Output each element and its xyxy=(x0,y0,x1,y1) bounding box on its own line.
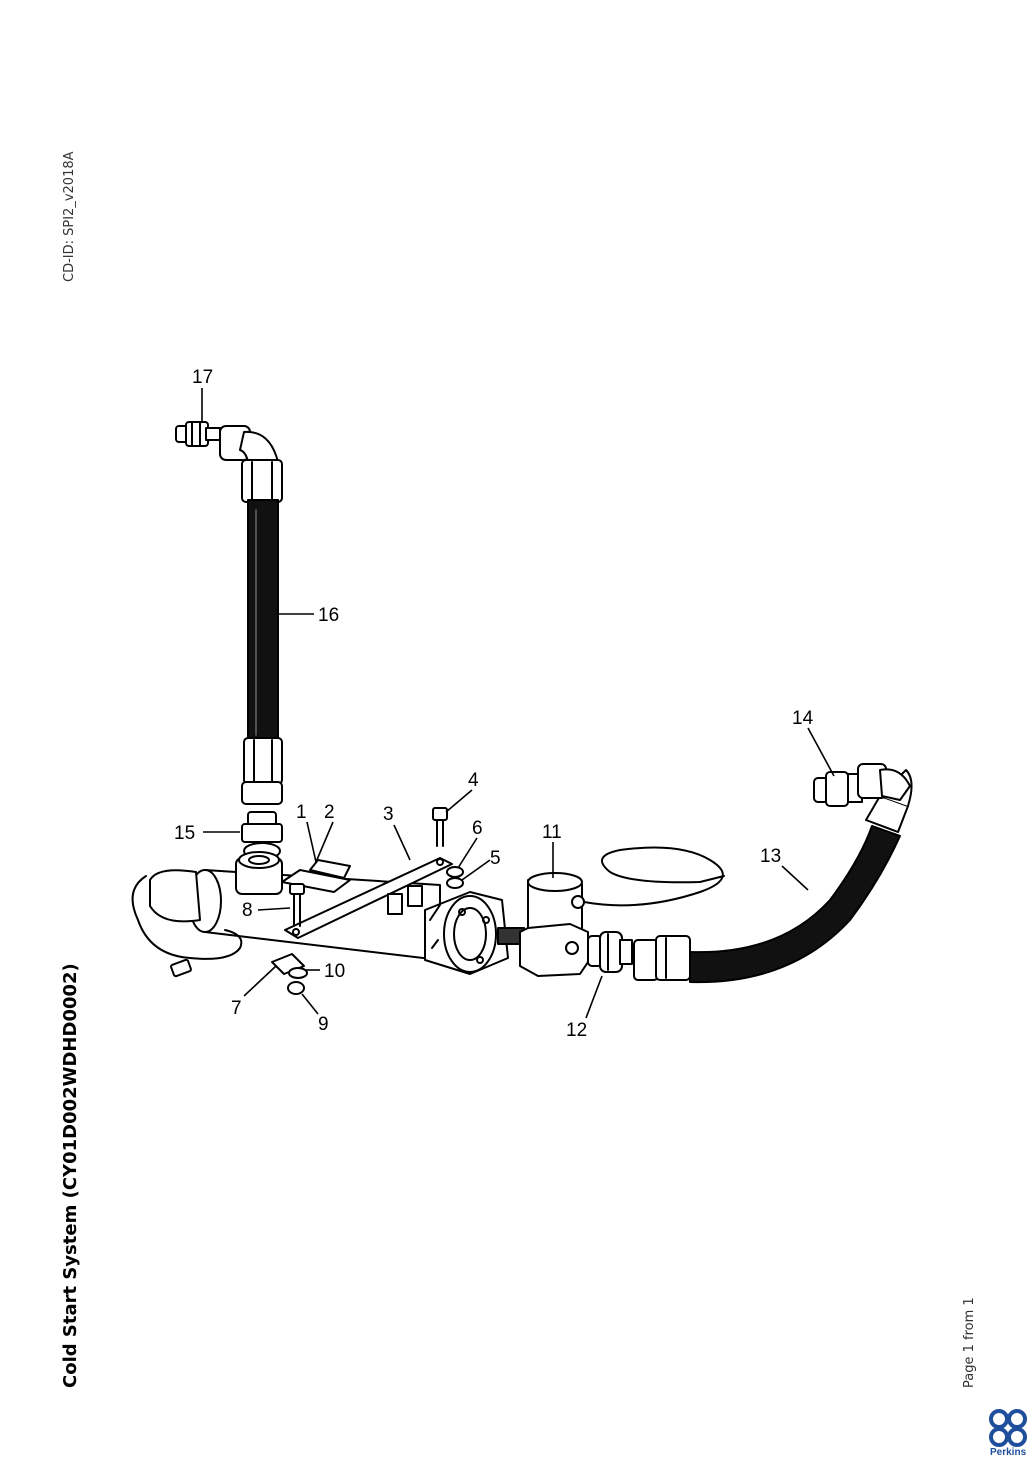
part-13-hose xyxy=(633,769,913,984)
part-3-bracket xyxy=(284,857,453,939)
callout-15: 15 xyxy=(174,823,195,844)
callout-13: 13 xyxy=(760,846,781,867)
perkins-logo-icon xyxy=(989,1409,1027,1447)
part-17-adapter xyxy=(175,421,221,447)
part-8-bolt xyxy=(289,883,305,927)
brand-name: Perkins xyxy=(990,1447,1027,1458)
callout-16: 16 xyxy=(318,605,339,626)
callout-6: 6 xyxy=(472,818,483,839)
callout-labels: 17 16 14 4 1 2 3 6 15 11 5 13 8 10 7 9 1… xyxy=(174,367,814,1041)
callout-10: 10 xyxy=(324,961,345,982)
leader-lines xyxy=(201,388,835,1019)
callout-8: 8 xyxy=(242,900,253,921)
part-7-9-10 xyxy=(271,953,308,995)
callout-1: 1 xyxy=(296,802,307,823)
part-14-adapter xyxy=(813,763,911,807)
callout-14: 14 xyxy=(792,708,814,729)
callout-5: 5 xyxy=(490,848,501,869)
part-1-2-clamp xyxy=(281,859,351,893)
part-5-6-nuts xyxy=(446,866,464,889)
callout-12: 12 xyxy=(566,1020,587,1041)
part-16-top-elbow xyxy=(219,425,283,503)
callout-9: 9 xyxy=(318,1014,329,1035)
callout-17: 17 xyxy=(192,367,213,388)
part-16-hose xyxy=(241,499,283,805)
callout-11: 11 xyxy=(542,822,562,843)
part-11-solenoid xyxy=(519,846,725,977)
callout-7: 7 xyxy=(231,998,242,1019)
part-12-adapter xyxy=(587,931,633,973)
callout-3: 3 xyxy=(383,804,394,825)
valve-flange xyxy=(424,891,525,975)
callout-2: 2 xyxy=(324,802,335,823)
callout-4: 4 xyxy=(468,770,479,791)
part-4-bolt xyxy=(432,807,448,847)
